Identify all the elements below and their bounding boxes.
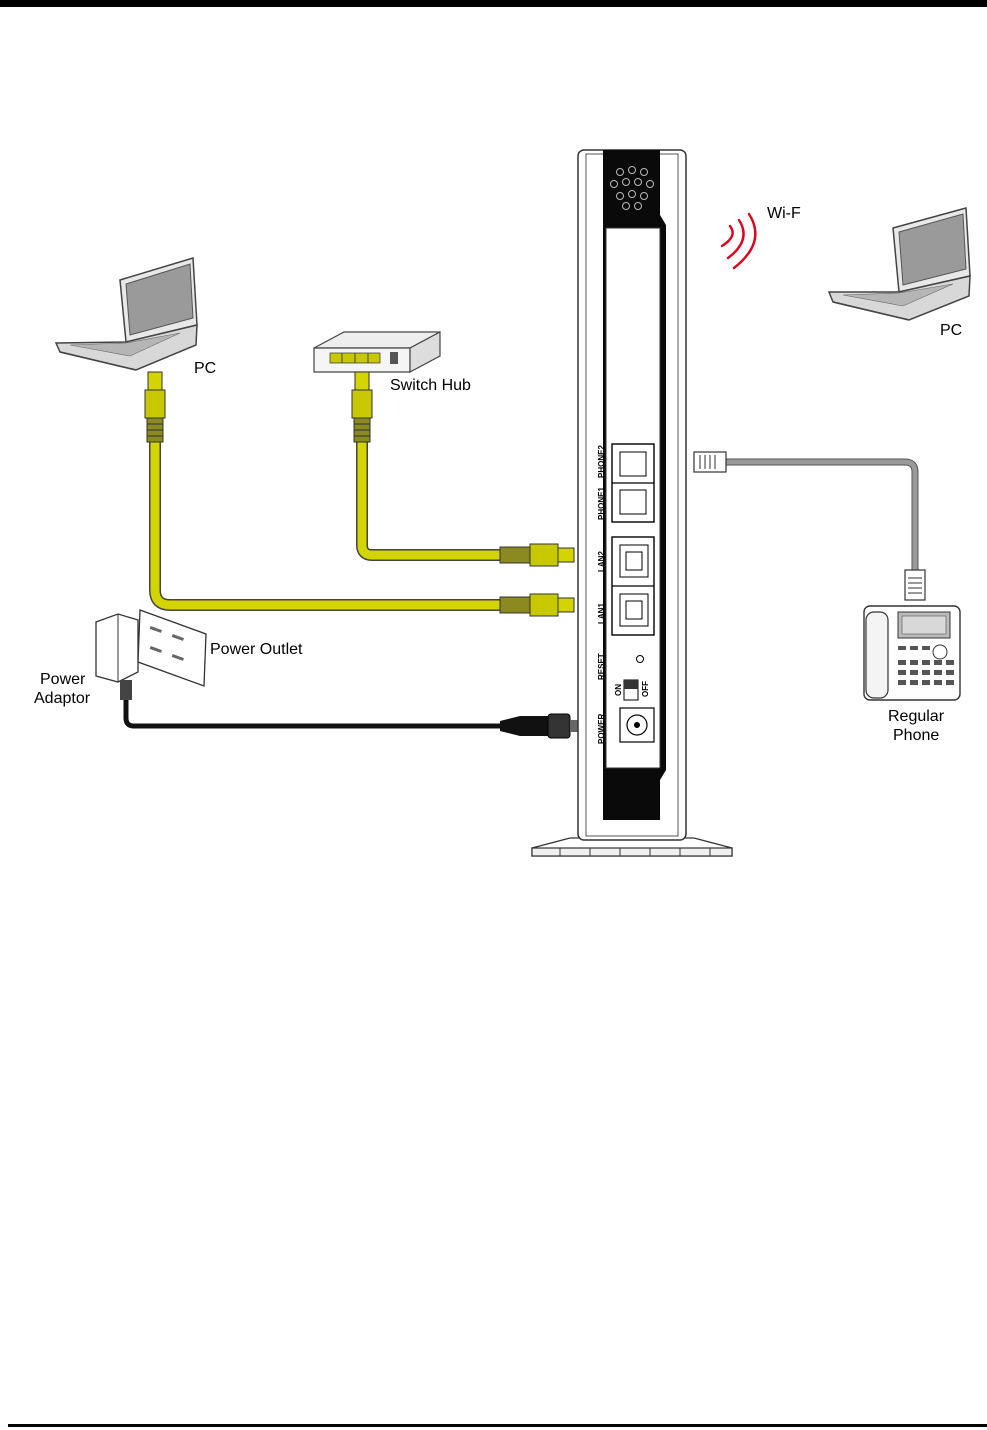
ethernet-plug-switch-top: [352, 372, 372, 442]
label-power-outlet: Power Outlet: [210, 640, 302, 659]
label-pc-left: PC: [194, 359, 216, 378]
ethernet-plug-lan2: [500, 544, 574, 566]
port-label-lan2: LAN2: [597, 551, 606, 572]
ethernet-cable-pc: [155, 440, 500, 605]
label-regular-phone-line2: Phone: [893, 726, 939, 745]
router-device: PHONE1 PHONE2 LAN2 LAN1 RESET ON OFF POW…: [532, 150, 732, 856]
port-label-phone2: PHONE2: [597, 445, 606, 478]
lan-ports: [612, 537, 654, 635]
ethernet-plug-lan1: [500, 594, 574, 616]
port-label-phone1: PHONE1: [597, 487, 606, 520]
label-power-adaptor-line1: Power: [40, 670, 85, 689]
power-outlet-icon: [138, 610, 206, 686]
power-switch: [624, 680, 638, 700]
desk-phone-icon: [864, 606, 960, 700]
port-label-lan1: LAN1: [597, 603, 606, 624]
ethernet-plug-pc-top: [145, 372, 165, 442]
phone-plug-phone: [905, 570, 925, 600]
ethernet-cable-switch: [362, 440, 500, 555]
power-cable: [126, 700, 500, 726]
phone-cable: [725, 462, 915, 578]
port-label-on: ON: [614, 684, 623, 696]
laptop-left-icon: [56, 258, 197, 370]
port-label-off: OFF: [641, 681, 650, 697]
dc-jack: [620, 708, 654, 742]
power-adaptor-icon: [96, 614, 138, 700]
phone-ports: [612, 444, 654, 522]
phone-plug-router: [694, 452, 726, 472]
wifi-signal-icon: [722, 214, 755, 268]
laptop-right-icon: [829, 208, 970, 320]
switch-hub-icon: [314, 332, 440, 372]
label-regular-phone-line1: Regular: [888, 707, 944, 726]
label-power-adaptor-line2: Adaptor: [34, 689, 90, 708]
port-label-power: POWER: [597, 714, 606, 744]
label-wifi: Wi-F: [767, 204, 801, 223]
power-plug: [500, 714, 578, 738]
port-label-reset: RESET: [597, 653, 606, 680]
label-switch-hub: Switch Hub: [390, 376, 471, 395]
label-pc-right: PC: [940, 321, 962, 340]
bottom-rule: [8, 1424, 987, 1427]
